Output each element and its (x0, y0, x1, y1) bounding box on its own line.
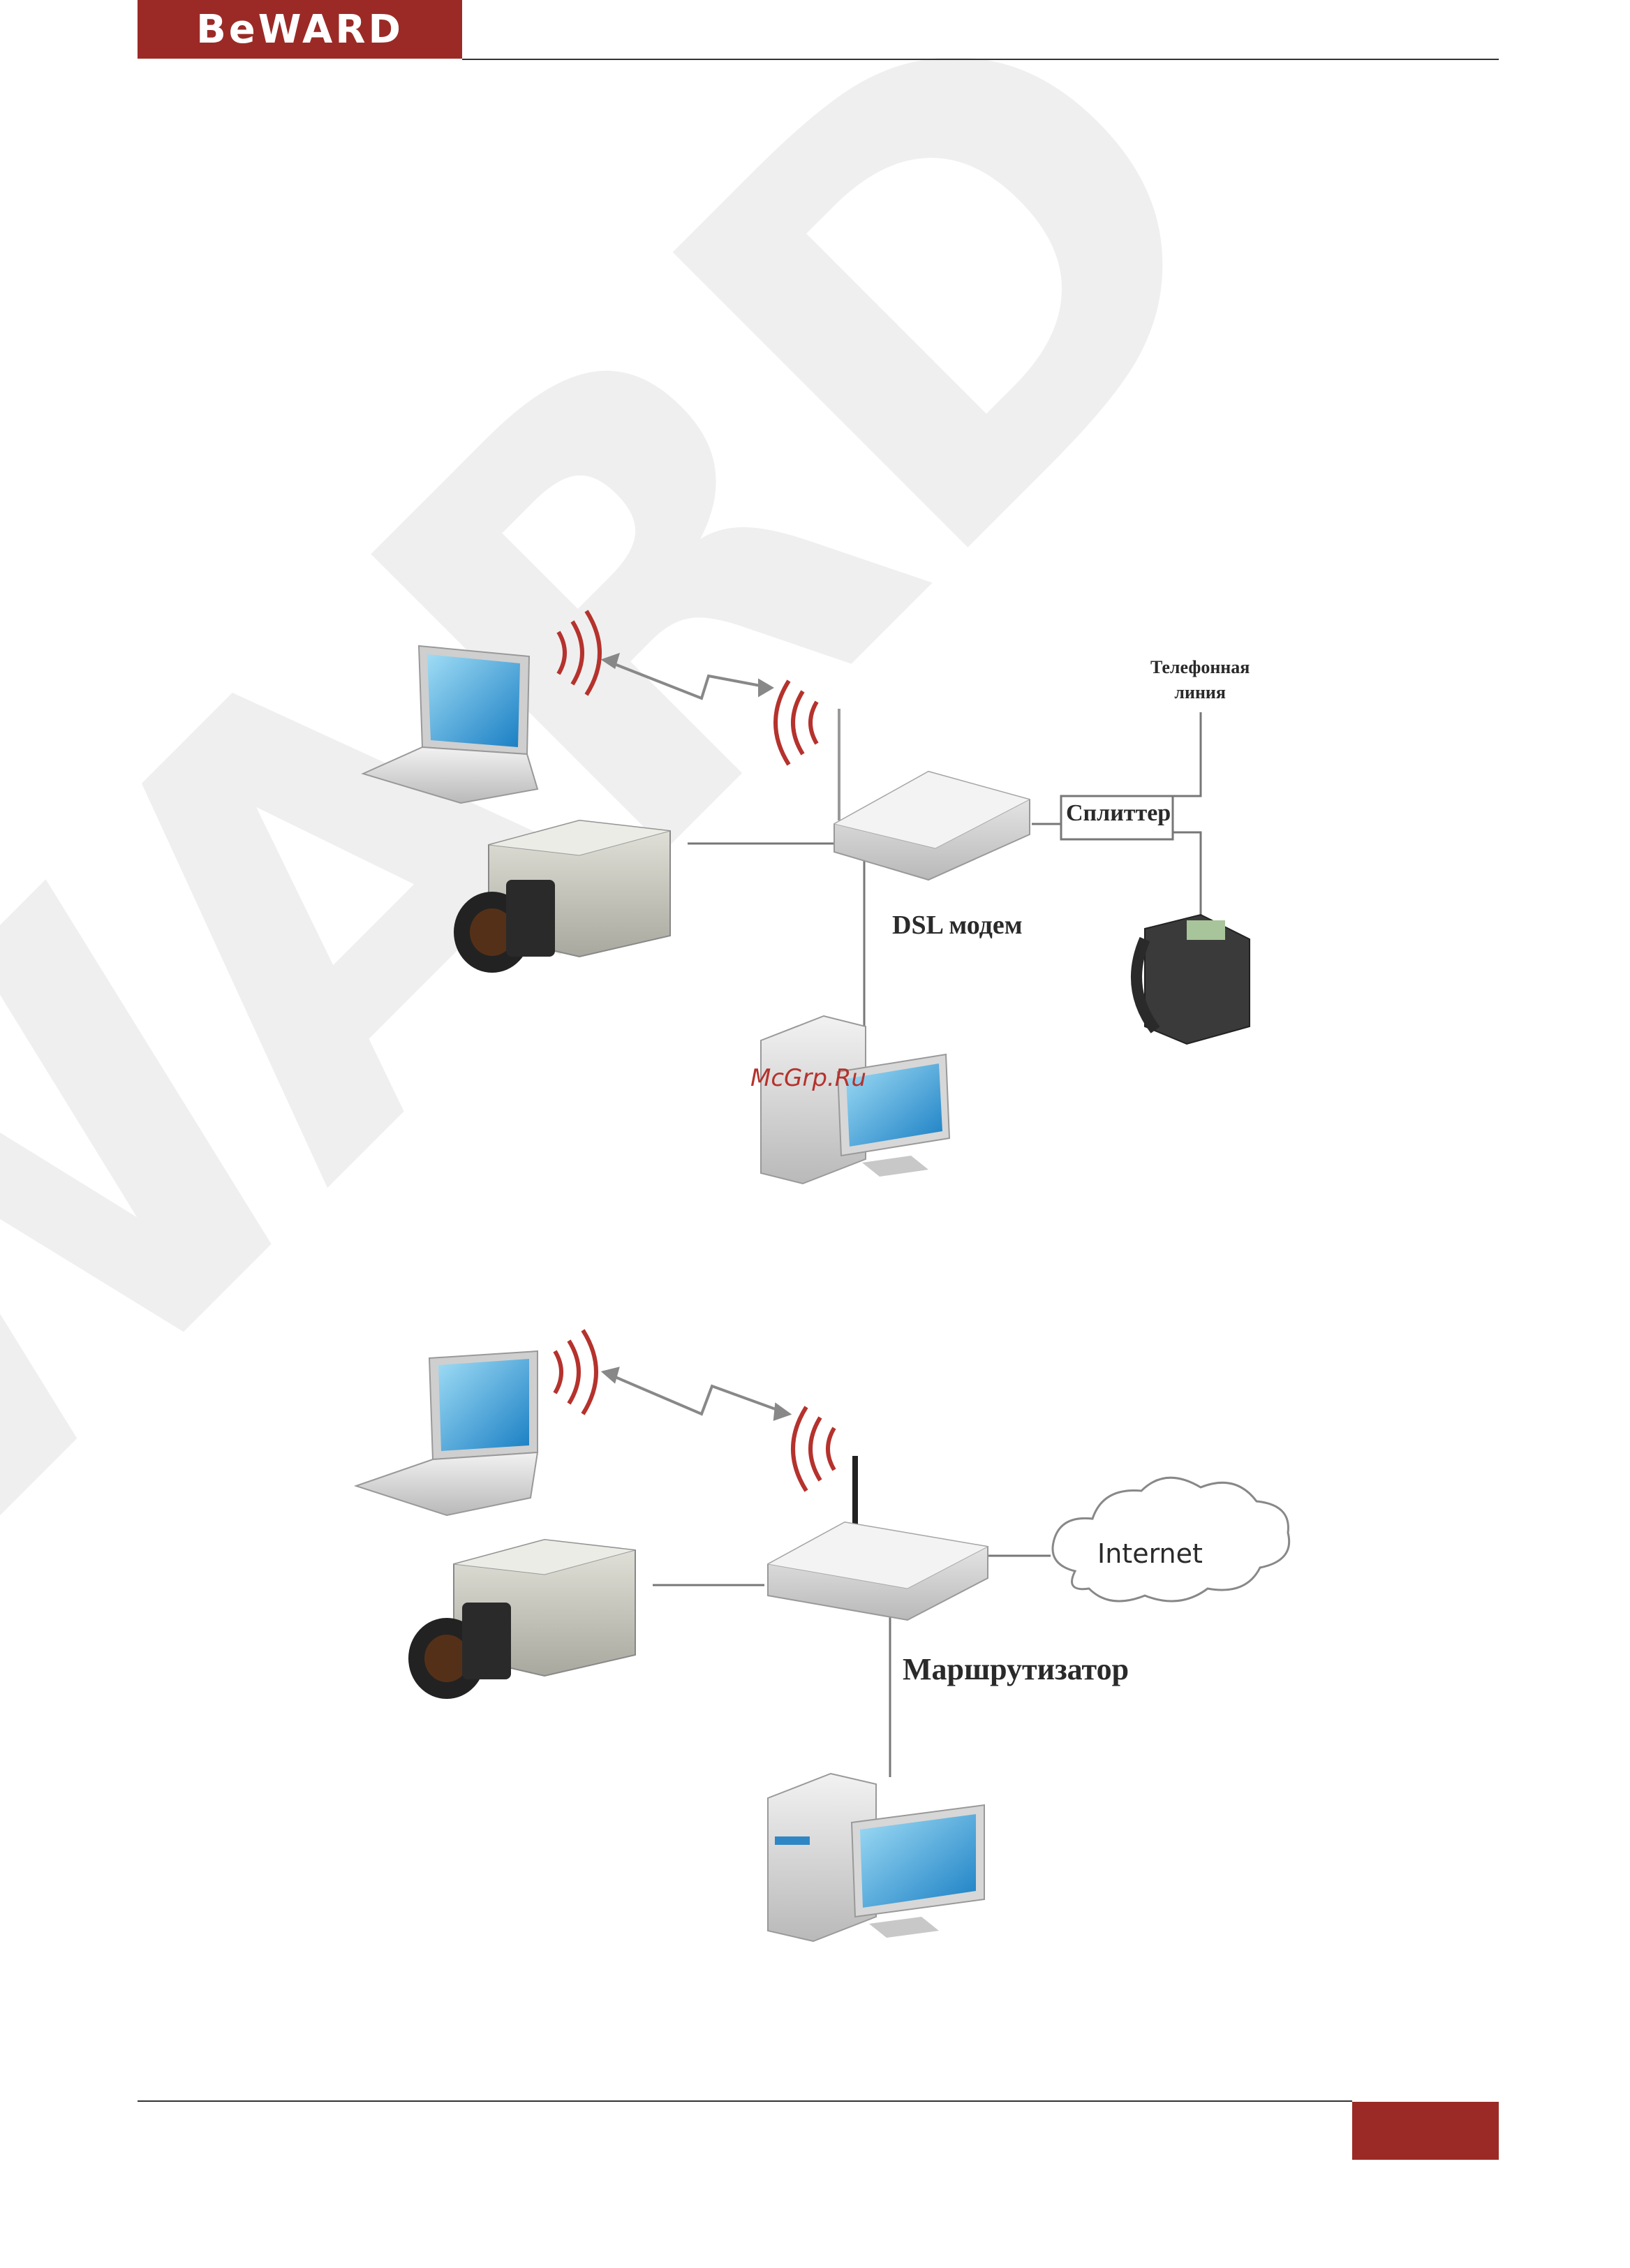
laptop-icon (363, 646, 538, 803)
dsl-wireless-link (604, 655, 771, 698)
phone-line-label: Телефонная линия (1150, 655, 1250, 705)
footer-rule (138, 2100, 1352, 2102)
wifi-waves-icon (558, 611, 817, 765)
ip-camera-icon (454, 820, 670, 973)
desktop-computer-icon (768, 1774, 984, 1941)
router-label: Маршрутизатор (903, 1651, 1129, 1687)
dsl-modem-label: DSL модем (892, 910, 1023, 941)
splitter-label: Сплиттер (1066, 800, 1171, 827)
ip-camera-icon (408, 1540, 635, 1699)
desk-phone-icon (1136, 915, 1250, 1044)
site-watermark-label: McGrp.Ru (750, 1064, 866, 1092)
router-wireless-link (604, 1369, 789, 1419)
phone-line-label-line1: Телефонная (1150, 655, 1250, 680)
laptop-icon (356, 1351, 538, 1515)
phone-line-label-line2: линия (1150, 680, 1250, 705)
footer-page-tab (1352, 2102, 1499, 2160)
desktop-computer-icon (761, 1016, 949, 1184)
dsl-modem-icon (834, 709, 1030, 880)
internet-label: Internet (1097, 1538, 1203, 1569)
